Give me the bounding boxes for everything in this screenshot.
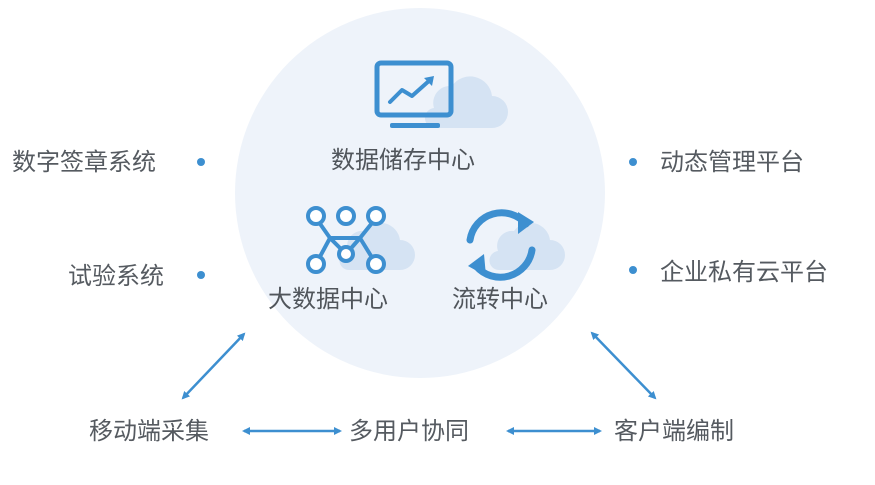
monitor-chart-icon [374, 60, 508, 129]
bullet-dot [629, 266, 637, 274]
bullet-dot [197, 271, 205, 279]
bullet-dot [197, 158, 205, 166]
sync-arrows-icon [466, 209, 565, 281]
cloud-icon [339, 222, 415, 271]
storage-center-label: 数据储存中心 [331, 146, 475, 174]
bullet-dot [629, 158, 637, 166]
left-item-signature-system: 数字签章系统 [12, 148, 156, 176]
center-circle [235, 8, 605, 378]
right-item-dynamic-platform: 动态管理平台 [660, 148, 804, 176]
bigdata-center-label: 大数据中心 [268, 285, 388, 313]
bottom-multi-user: 多用户协同 [349, 417, 469, 445]
bottom-client-edit: 客户端编制 [614, 417, 734, 445]
left-item-test-system: 试验系统 [68, 262, 164, 290]
arrow-right-diagonal [590, 331, 657, 400]
bottom-mobile-collection: 移动端采集 [89, 417, 209, 445]
right-item-private-cloud: 企业私有云平台 [660, 258, 828, 286]
flow-center-label: 流转中心 [452, 285, 548, 313]
arrow-left-diagonal [181, 332, 246, 400]
cloud-icon [489, 222, 565, 271]
network-graph-icon [306, 206, 415, 274]
